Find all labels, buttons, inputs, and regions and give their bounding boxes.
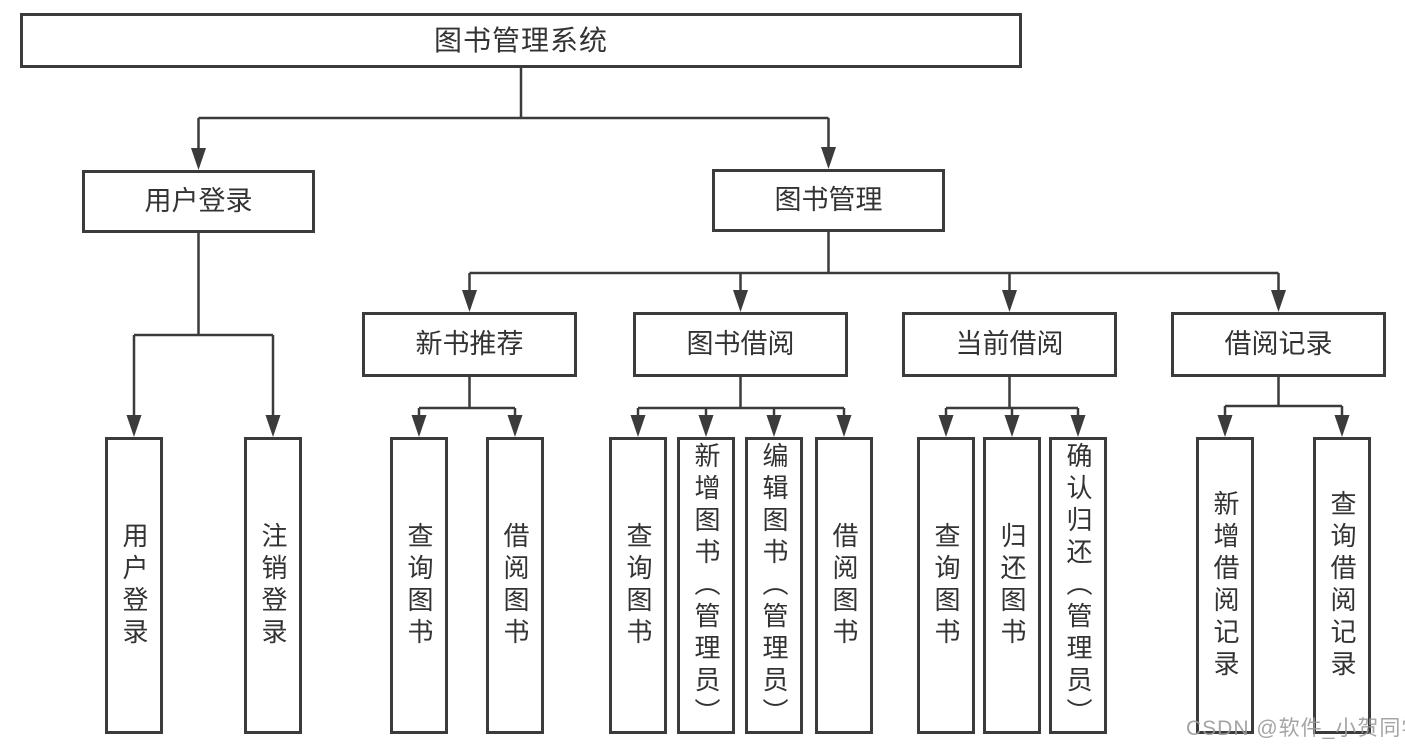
leaf-bb-borrow-books: 借阅图书: [815, 437, 873, 734]
leaf-cb-query-books: 查询图书: [917, 437, 975, 734]
node-user-login: 用户登录: [82, 170, 315, 233]
leaf-bb-add-book-admin: 新增图书（管理员）: [677, 437, 735, 734]
leaf-bb-edit-book-admin: 编辑图书（管理员）: [745, 437, 803, 734]
node-new-book-recommendation: 新书推荐: [362, 312, 577, 377]
leaf-label: 编辑图书（管理员）: [759, 441, 789, 730]
leaf-label: 查询图书: [931, 521, 961, 650]
arrowhead-icons: [126, 147, 1350, 437]
csdn-watermark: CSDN @软件_小贺同学: [1186, 717, 1405, 740]
leaf-cb-return-books: 归还图书: [983, 437, 1041, 734]
node-book-borrowing: 图书借阅: [633, 312, 848, 377]
leaf-bb-query-books: 查询图书: [609, 437, 667, 734]
leaf-logout: 注销登录: [244, 437, 302, 734]
leaf-label: 确认归还（管理员）: [1063, 441, 1093, 730]
leaf-user-login: 用户登录: [105, 437, 163, 734]
leaf-label: 借阅图书: [500, 521, 530, 650]
leaf-br-add-record: 新增借阅记录: [1196, 437, 1254, 734]
leaf-nbr-borrow-books: 借阅图书: [486, 437, 544, 734]
leaf-label: 查询图书: [404, 521, 434, 650]
leaf-label: 注销登录: [258, 521, 288, 650]
leaf-label: 归还图书: [997, 521, 1027, 650]
leaf-label: 借阅图书: [829, 521, 859, 650]
leaf-label: 查询借阅记录: [1327, 489, 1357, 682]
leaf-cb-confirm-return-admin: 确认归还（管理员）: [1049, 437, 1107, 734]
leaf-label: 新增借阅记录: [1210, 489, 1240, 682]
node-borrowing-records: 借阅记录: [1171, 312, 1386, 377]
leaf-label: 用户登录: [119, 521, 149, 650]
node-current-borrowing: 当前借阅: [902, 312, 1117, 377]
node-book-management: 图书管理: [712, 169, 945, 232]
leaf-label: 查询图书: [623, 521, 653, 650]
node-library-management-system: 图书管理系统: [20, 13, 1022, 68]
leaf-br-query-record: 查询借阅记录: [1313, 437, 1371, 734]
leaf-nbr-query-books: 查询图书: [390, 437, 448, 734]
leaf-label: 新增图书（管理员）: [691, 441, 721, 730]
